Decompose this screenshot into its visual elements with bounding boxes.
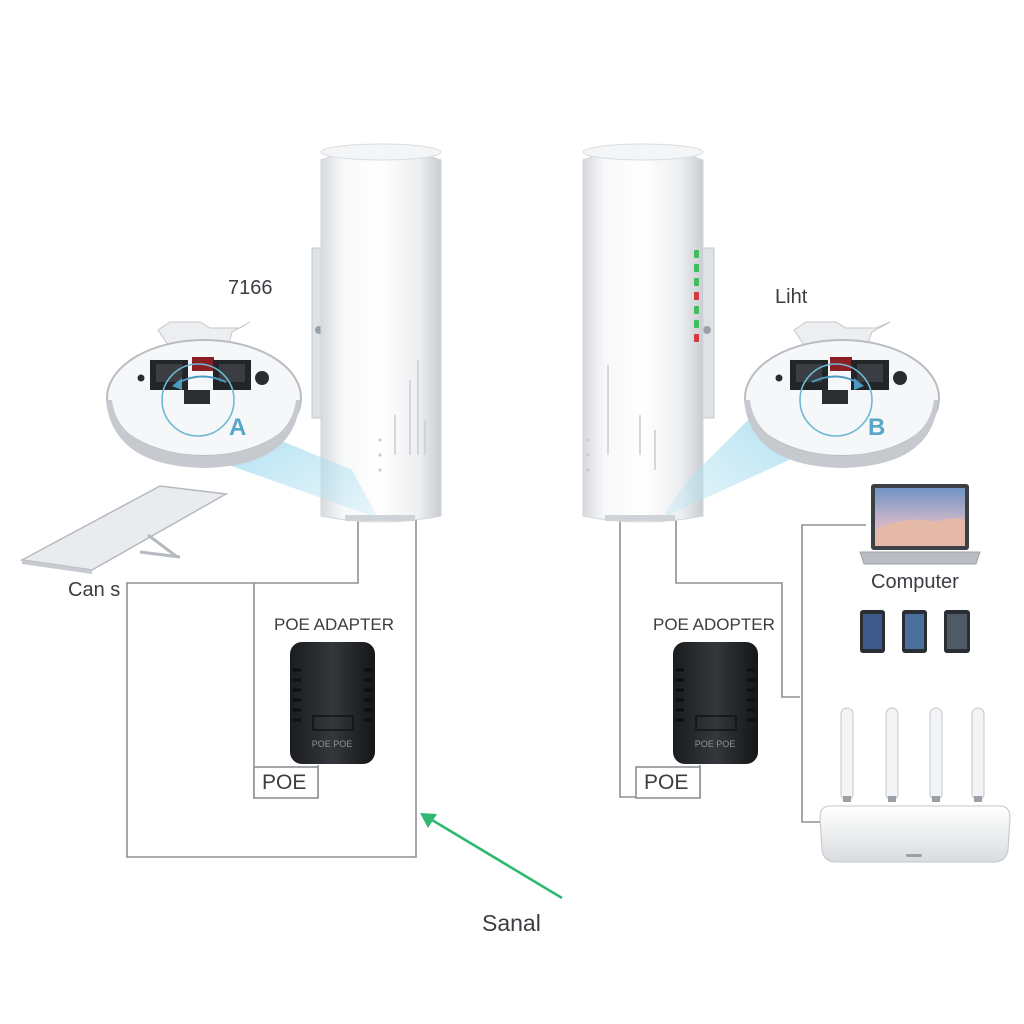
poe-box-left — [253, 766, 319, 799]
left-camera-line — [126, 520, 417, 858]
camera-panel-icon — [19, 485, 229, 574]
right-adapter-line — [675, 520, 800, 698]
radio-unit-left-icon — [311, 143, 442, 523]
radio-unit-right-icon — [582, 143, 715, 523]
router-icon — [819, 707, 1011, 863]
tablet-icon — [902, 610, 927, 653]
status-leds — [694, 250, 699, 342]
right-device-line — [801, 524, 866, 823]
phone-icon — [860, 610, 885, 653]
poe-box-right — [635, 766, 701, 799]
adapter-print-left: POE POE — [312, 739, 353, 749]
label-computer: Computer — [871, 571, 959, 593]
poe-adapter-left-icon: POE POE — [290, 642, 375, 764]
label-7166: 7166 — [228, 277, 273, 299]
label-signal: Sanal — [482, 910, 541, 936]
port-detail-a-icon — [106, 321, 302, 468]
label-poe-left: POE — [262, 771, 307, 794]
port-detail-b-icon — [744, 321, 940, 468]
signal-arrow — [420, 813, 563, 900]
adapter-print-right: POE POE — [695, 739, 736, 749]
label-poe-adapter-left: POE ADAPTER — [274, 615, 394, 634]
poe-adapter-right-icon: POE POE — [673, 642, 758, 764]
laptop-icon — [859, 484, 981, 565]
port-label-a: A — [229, 414, 247, 441]
tablet-icon-2 — [944, 610, 970, 653]
label-poe-right: POE — [644, 771, 689, 794]
port-label-b: B — [868, 414, 886, 441]
label-camera: Can s — [68, 579, 121, 601]
label-poe-adapter-right: POE ADOPTER — [653, 615, 775, 634]
label-liht: Liht — [775, 286, 808, 308]
